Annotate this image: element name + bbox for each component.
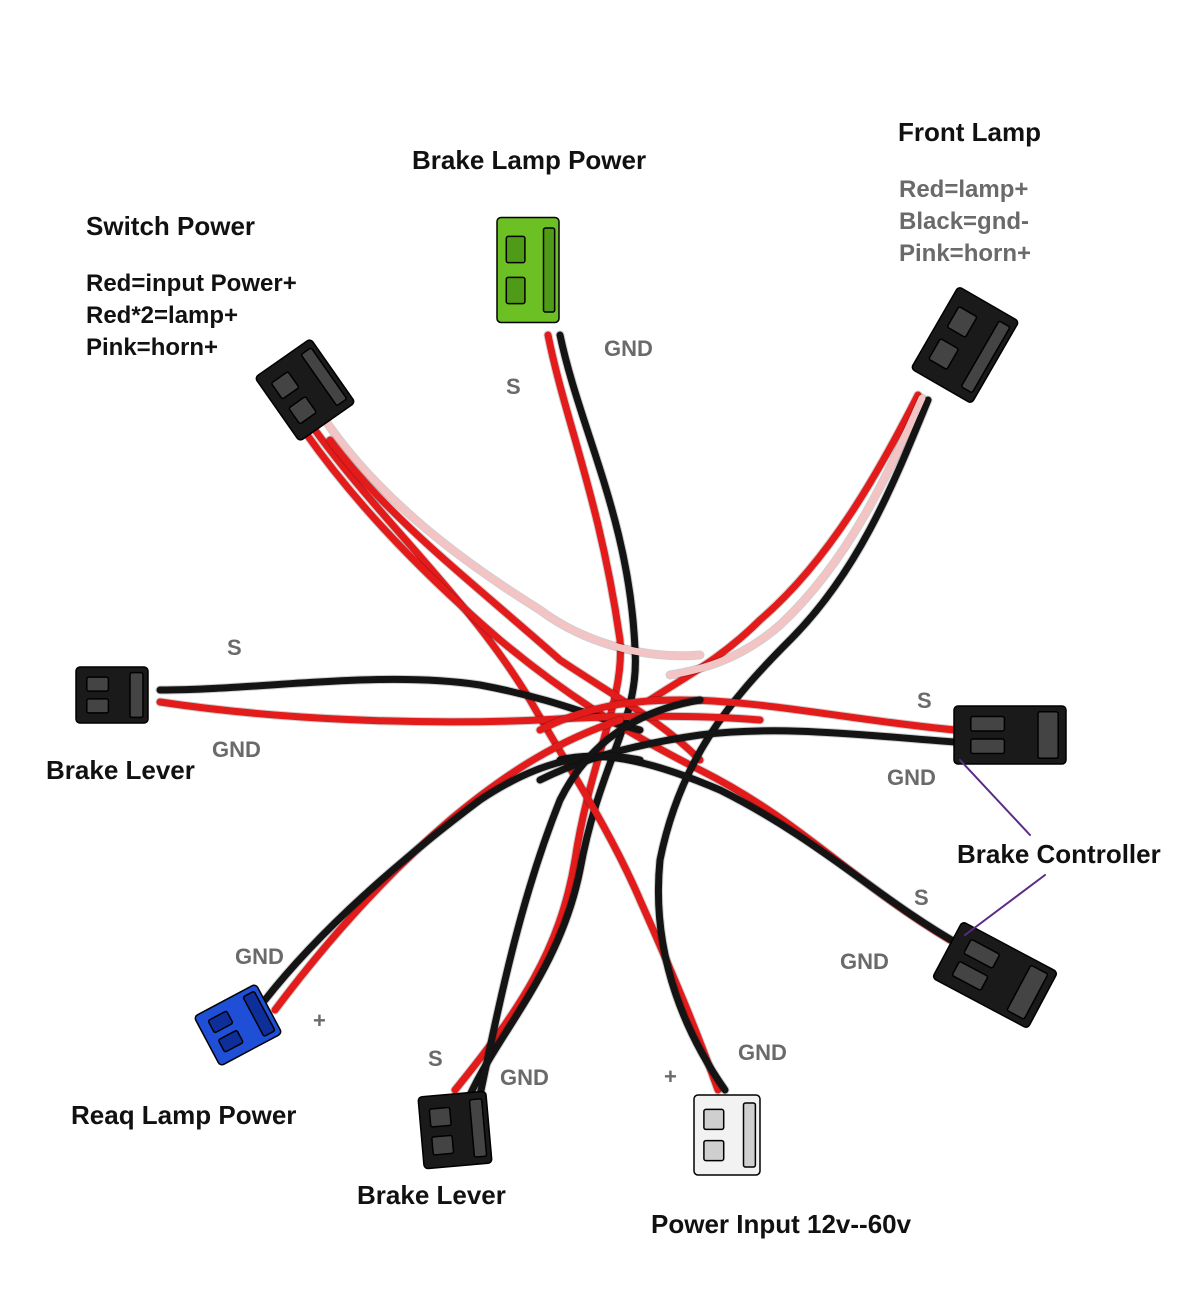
- front-lamp-note-lamp: Red=lamp+: [899, 176, 1029, 203]
- brake-lever-bottom-connector: [417, 1090, 493, 1170]
- switch-power-connector-latch: [301, 347, 347, 406]
- brake-lever-bottom-s-label: S: [428, 1046, 443, 1071]
- brake-lever-bottom-gnd-label: GND: [500, 1065, 549, 1090]
- brake-controller-title: Brake Controller: [957, 839, 1161, 869]
- front-lamp-pink-wire: [666, 394, 926, 679]
- switch-power-red-wire-1: [311, 426, 722, 1094]
- front-lamp-black-wire-shadow: [653, 395, 933, 1095]
- power-input-title: Power Input 12v--60v: [651, 1209, 912, 1239]
- brake-controller-lower-s-label: S: [914, 885, 929, 910]
- brake-controller-lower-gnd-label: GND: [840, 949, 889, 974]
- brake-lever-bottom-connector-slot-b: [431, 1134, 455, 1156]
- front-lamp-red-wire: [646, 391, 922, 704]
- brake-lever-bottom-black-wire: [476, 696, 704, 1099]
- brake-lamp-power-title: Brake Lamp Power: [412, 145, 647, 175]
- front-lamp-note-gnd: Black=gnd-: [899, 208, 1030, 235]
- brake-controller-pointer-upper: [959, 759, 1031, 836]
- front-lamp-connector-body: [911, 287, 1019, 403]
- brake-lever-left-connector-slot-a: [86, 676, 110, 692]
- switch-power-connector: [255, 339, 355, 441]
- brake-controller-lower-connector-slot-a: [963, 939, 1000, 969]
- power-input-gnd-label: GND: [738, 1040, 787, 1065]
- switch-power-connector-slot-b: [288, 396, 317, 425]
- power-input-connector-latch: [742, 1102, 757, 1168]
- brake-lamp-power-gnd-label: GND: [604, 336, 653, 361]
- switch-power-note-horn: Pink=horn+: [86, 334, 219, 361]
- pointer-line-group: [959, 759, 1046, 936]
- front-lamp-connector-slot-b: [928, 338, 959, 370]
- brake-controller-pointer-lower: [964, 874, 1046, 936]
- rear-lamp-power-title: Reaq Lamp Power: [71, 1100, 297, 1130]
- brake-lever-left-s-label: S: [227, 635, 242, 660]
- brake-lever-left-gnd-label: GND: [212, 737, 261, 762]
- brake-lamp-power-connector-slot-a: [505, 235, 526, 264]
- switch-power-pink-wire: [321, 416, 704, 660]
- brake-lamp-power-red-wire: [451, 331, 624, 1094]
- brake-lever-left-connector: [75, 666, 149, 724]
- power-input-connector-slot-b: [703, 1139, 725, 1162]
- rear-lamp-power-connector-slot-a: [207, 1010, 234, 1034]
- front-lamp-connector-slot-a: [947, 306, 978, 338]
- power-input-connector-slot-a: [703, 1108, 725, 1131]
- switch-power-red-wire-1-shadow: [310, 425, 723, 1095]
- connector-group: [75, 216, 1067, 1176]
- brake-lever-left-connector-latch: [129, 671, 144, 719]
- brake-lamp-power-connector-slot-b: [505, 276, 526, 305]
- brake-controller-upper-gnd-label: GND: [887, 765, 936, 790]
- brake-controller-lower-connector-slot-b: [951, 961, 989, 991]
- brake-controller-upper-connector: [953, 705, 1067, 765]
- brake-lamp-power-connector: [496, 216, 560, 324]
- power-input-plus-label: +: [664, 1064, 677, 1089]
- brake-lamp-power-connector-latch: [542, 227, 556, 313]
- brake-controller-upper-connector-slot-b: [970, 738, 1006, 755]
- brake-lever-left-red-wire: [156, 698, 764, 726]
- brake-controller-lower-connector: [932, 922, 1058, 1028]
- brake-lever-bottom-title: Brake Lever: [357, 1180, 506, 1210]
- brake-lever-left-title: Brake Lever: [46, 755, 195, 785]
- switch-power-connector-body: [255, 339, 355, 441]
- switch-power-note-input: Red=input Power+: [86, 270, 297, 297]
- switch-power-connector-slot-a: [271, 371, 300, 400]
- front-lamp-title: Front Lamp: [898, 117, 1041, 147]
- switch-power-title: Switch Power: [86, 211, 256, 241]
- rear-lamp-gnd-label: GND: [235, 944, 284, 969]
- front-lamp-connector: [911, 287, 1019, 403]
- rear-lamp-power-connector: [194, 984, 282, 1066]
- rear-lamp-plus-label: +: [313, 1008, 326, 1033]
- brake-controller-upper-connector-slot-a: [970, 715, 1006, 732]
- brake-lever-left-connector-slot-b: [86, 698, 110, 714]
- brake-lever-bottom-connector-slot-a: [428, 1106, 452, 1128]
- brake-lamp-power-s-label: S: [506, 374, 521, 399]
- front-lamp-connector-latch: [961, 320, 1011, 393]
- brake-lever-bottom-connector-latch: [468, 1098, 488, 1158]
- brake-controller-upper-connector-latch: [1037, 711, 1059, 759]
- power-input-connector: [693, 1094, 761, 1176]
- switch-power-red-wire-3: [326, 436, 704, 764]
- front-lamp-note-horn: Pink=horn+: [899, 240, 1032, 267]
- brake-controller-upper-s-label: S: [917, 688, 932, 713]
- rear-lamp-power-connector-slot-b: [218, 1030, 244, 1053]
- front-lamp-black-wire: [654, 396, 932, 1094]
- rear-lamp-power-connector-latch: [242, 991, 276, 1037]
- brake-controller-lower-connector-latch: [1006, 965, 1049, 1020]
- switch-power-note-lamp: Red*2=lamp+: [86, 302, 239, 329]
- wire-group: [155, 330, 965, 1100]
